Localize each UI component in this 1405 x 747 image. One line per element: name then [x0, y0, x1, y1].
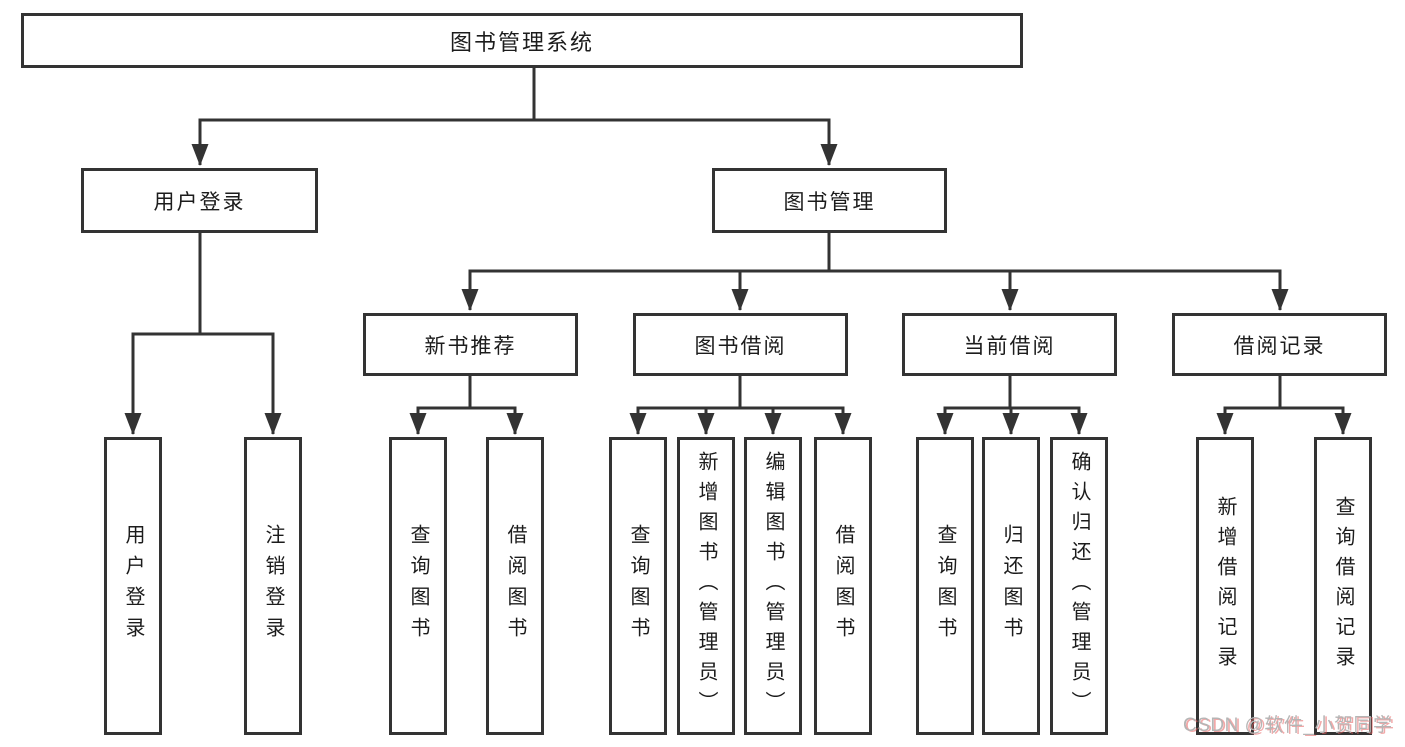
leaf-label: 新增图书（管理员）: [695, 451, 717, 721]
node-label: 图书管理系统: [449, 29, 594, 55]
node-user-login: 用户登录: [81, 168, 318, 233]
leaf-label: 注销登录: [262, 524, 284, 648]
node-new-book-recommendation: 新书推荐: [363, 313, 578, 376]
leaf-query-books-2: 查询图书: [609, 437, 667, 735]
leaf-add-borrow-record: 新增借阅记录: [1196, 437, 1254, 735]
node-borrowing-records: 借阅记录: [1172, 313, 1387, 376]
node-label: 图书管理: [783, 190, 876, 214]
leaf-label: 查询图书: [627, 524, 649, 648]
node-label: 新书推荐: [424, 334, 517, 358]
csdn-watermark: CSDN @软件_小贺同学: [1183, 715, 1393, 736]
leaf-label: 借阅图书: [832, 524, 854, 648]
leaf-logout: 注销登录: [244, 437, 302, 735]
leaf-add-books-admin: 新增图书（管理员）: [677, 437, 735, 735]
leaf-query-books-3: 查询图书: [916, 437, 974, 735]
node-library-management-system: 图书管理系统: [21, 13, 1023, 68]
leaf-borrow-books-2: 借阅图书: [814, 437, 872, 735]
leaf-return-books: 归还图书: [982, 437, 1040, 735]
leaf-edit-books-admin: 编辑图书（管理员）: [744, 437, 802, 735]
node-book-borrowing: 图书借阅: [633, 313, 848, 376]
node-label: 借阅记录: [1233, 334, 1326, 358]
leaf-confirm-return-admin: 确认归还（管理员）: [1050, 437, 1108, 735]
leaf-label: 新增借阅记录: [1214, 496, 1236, 676]
leaf-label: 查询借阅记录: [1332, 496, 1354, 676]
node-label: 当前借阅: [963, 334, 1056, 358]
leaf-query-books: 查询图书: [389, 437, 447, 735]
leaf-label: 确认归还（管理员）: [1068, 451, 1090, 721]
node-label: 用户登录: [153, 190, 246, 214]
leaf-borrow-books: 借阅图书: [486, 437, 544, 735]
leaf-label: 查询图书: [407, 524, 429, 648]
node-book-management: 图书管理: [712, 168, 947, 233]
leaf-label: 查询图书: [934, 524, 956, 648]
node-current-borrowing: 当前借阅: [902, 313, 1117, 376]
leaf-label: 用户登录: [122, 524, 144, 648]
leaf-query-borrow-record: 查询借阅记录: [1314, 437, 1372, 735]
node-label: 图书借阅: [694, 334, 787, 358]
leaf-label: 编辑图书（管理员）: [762, 451, 784, 721]
leaf-user-login: 用户登录: [104, 437, 162, 735]
leaf-label: 归还图书: [1000, 524, 1022, 648]
leaf-label: 借阅图书: [504, 524, 526, 648]
